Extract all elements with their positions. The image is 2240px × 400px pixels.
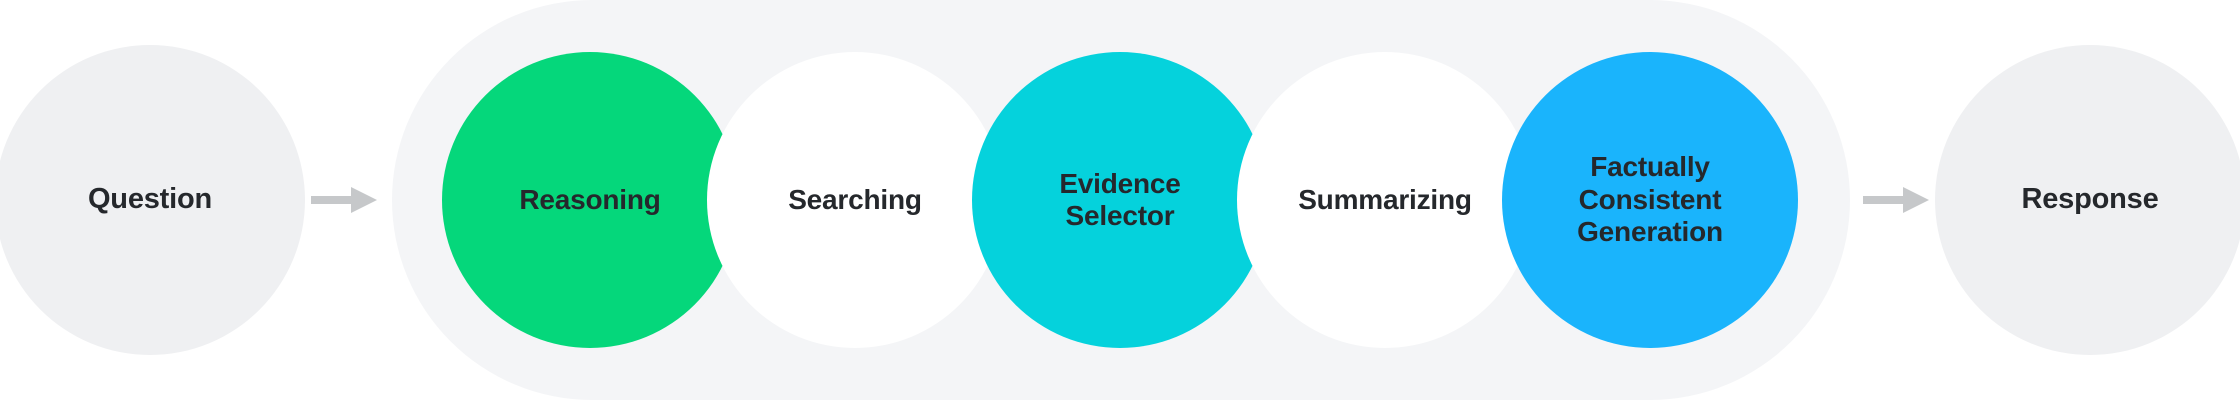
node-question-label: Question [87, 183, 213, 216]
node-evidence-selector-label: Evidence Selector [1059, 167, 1181, 231]
node-summarizing-label: Summarizing [1298, 183, 1472, 215]
node-factually-consistent-generation[interactable]: Factually Consistent Generation [1502, 52, 1798, 348]
node-summarizing[interactable]: Summarizing [1237, 52, 1533, 348]
node-question[interactable]: Question [0, 45, 305, 355]
node-reasoning[interactable]: Reasoning [442, 52, 738, 348]
arrow-pipeline-to-response-icon [1863, 182, 1929, 218]
node-searching[interactable]: Searching [707, 52, 1003, 348]
node-response[interactable]: Response [1935, 45, 2240, 355]
arrow-question-to-pipeline-icon [311, 182, 377, 218]
node-response-label: Response [2021, 183, 2159, 216]
node-factually-consistent-generation-label: Factually Consistent Generation [1577, 151, 1723, 248]
node-searching-label: Searching [788, 183, 922, 215]
node-evidence-selector[interactable]: Evidence Selector [972, 52, 1268, 348]
node-reasoning-label: Reasoning [519, 183, 661, 215]
